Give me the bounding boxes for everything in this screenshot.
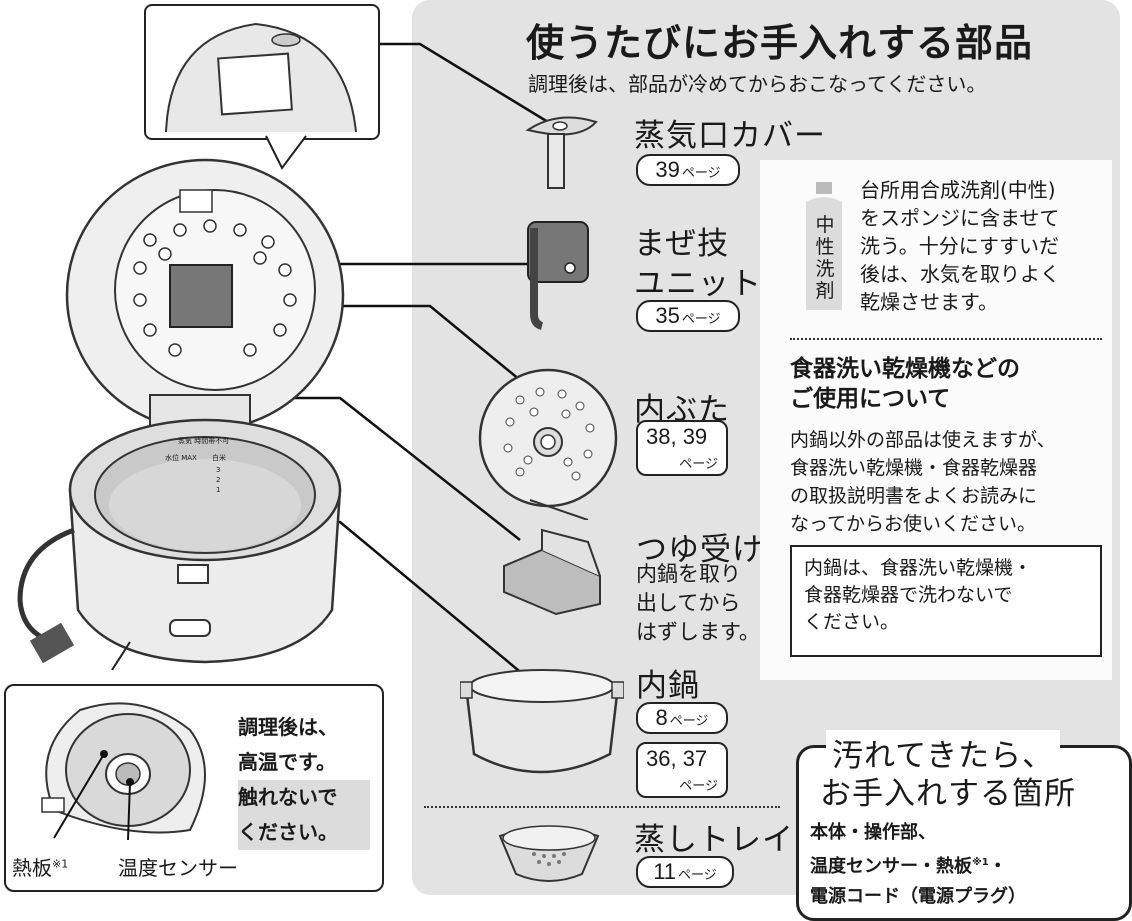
inset-warning: 調理後は、 高温です。 触れないで ください。 (238, 710, 370, 850)
when-dirty-item-2-text: 温度センサー・熱板 (810, 856, 972, 877)
when-dirty-heading-1: 汚れてきたら、 (826, 730, 1061, 775)
notice-line-1: 内鍋は、食器洗い乾燥機・ (804, 557, 1033, 579)
detergent-line-5: 乾燥させます。 (860, 290, 998, 314)
inner-lid-page-unit: ページ (679, 456, 718, 471)
dishwasher-line-3: の取扱説明書をよくお読みに (790, 485, 1038, 507)
dishwasher-line-4: なってからお使いください。 (790, 513, 1037, 535)
when-dirty-item-2-dot: ・ (988, 856, 1007, 877)
hotplate-text: 熱板 (12, 856, 52, 880)
lid-top-illustration (165, 22, 357, 170)
bottle-char-1: 中 (815, 214, 835, 236)
dew-catcher-note-2: 出してから (636, 591, 741, 615)
warning-line-4: ください。 (238, 815, 370, 850)
dew-catcher-note-1: 内鍋を取り (636, 562, 741, 586)
steam-tray-page-num: 11 (653, 859, 677, 884)
when-dirty-items: 本体・操作部、 温度センサー・熱板※1・ 電源コード（電源プラグ） (810, 818, 1026, 912)
when-dirty-item-2: 温度センサー・熱板※1・ (810, 848, 1026, 882)
bottle-char-2: 性 (815, 236, 835, 258)
dishwasher-notice: 内鍋は、食器洗い乾燥機・ 食器乾燥器で洗わないで ください。 (790, 545, 1102, 657)
steam-cover-illustration (525, 116, 598, 189)
steam-tray-name: 蒸しトレイ (634, 822, 794, 858)
when-dirty-item-1: 本体・操作部、 (810, 822, 936, 843)
pot-marking-3: 3 (216, 466, 221, 474)
inner-pot-page-num-a: 8 (655, 705, 668, 730)
inner-pot-illustration (460, 669, 624, 774)
inner-lid-pageref: 38, 39 ページ (636, 420, 728, 476)
bottle-char-4: 剤 (815, 280, 835, 302)
rice-cooker-illustration (17, 158, 345, 670)
dishwasher-heading-1: 食器洗い乾燥機などの (790, 356, 1020, 382)
when-dirty-footnote: ※1 (972, 857, 989, 868)
label-hotplate: 熱板※1 (12, 852, 68, 881)
page-subtitle: 調理後は、部品が冷めてからおこなってください。 (528, 72, 987, 96)
steam-tray-illustration (498, 825, 600, 882)
detergent-bottle-icon (806, 182, 842, 310)
inner-lid-illustration (478, 368, 618, 520)
dishwasher-heading-2: ご使用について (790, 386, 951, 412)
hotplate-footnote: ※1 (52, 857, 69, 871)
stir-unit-page-num: 35 (655, 303, 680, 328)
inner-lid-page-num: 38, 39 (646, 424, 708, 449)
dew-catcher-note: 内鍋を取り 出してから はずします。 (636, 560, 760, 647)
notice-line-2: 食器乾燥器で洗わないで (804, 584, 1013, 606)
bottle-char-3: 洗 (815, 258, 835, 280)
page-title: 使うたびにお手入れする部品 (526, 21, 1034, 65)
inner-pot-page-num-b: 36, 37 (646, 746, 708, 771)
warning-line-2: 高温です。 (238, 750, 336, 774)
dew-catcher-illustration (503, 528, 601, 616)
stir-unit-name-1: まぜ技 (634, 226, 730, 262)
stir-unit-page-unit: ページ (681, 311, 721, 326)
inner-pot-page-unit-b: ページ (679, 778, 718, 793)
detergent-line-1: 台所用合成洗剤(中性) (860, 178, 1056, 202)
pot-marking-1: 1 (216, 486, 221, 494)
steam-tray-page-unit: ページ (678, 867, 717, 882)
dishwasher-text: 内鍋以外の部品は使えますが、 食器洗い乾燥機・食器乾燥器 の取扱説明書をよくお読… (790, 426, 1056, 538)
dishwasher-heading: 食器洗い乾燥機などの ご使用について (790, 354, 1020, 414)
info-divider (790, 338, 1102, 340)
dishwasher-line-1: 内鍋以外の部品は使えますが、 (790, 429, 1056, 451)
dishwasher-line-2: 食器洗い乾燥機・食器乾燥器 (790, 457, 1038, 479)
pot-marking-max: 水位 MAX (165, 454, 197, 462)
pot-marking-2: 2 (216, 476, 221, 484)
stir-unit-illustration (527, 221, 589, 330)
inner-pot-page-unit-a: ページ (669, 713, 709, 728)
dew-catcher-name: つゆ受け (636, 532, 764, 568)
when-dirty-heading-2: お手入れする箇所 (820, 776, 1076, 812)
stir-unit-name-2: ユニット (634, 266, 762, 302)
heater-plate-illustration (41, 702, 206, 841)
inner-pot-name: 内鍋 (636, 668, 700, 704)
steam-cover-page-num: 39 (655, 157, 680, 182)
notice-line-3: ください。 (804, 611, 900, 633)
detergent-text: 台所用合成洗剤(中性) をスポンジに含ませて 洗う。十分にすすいだ 後は、水気を… (860, 176, 1060, 316)
stir-unit-name: まぜ技 ユニット (634, 224, 762, 304)
steam-cover-name: 蒸気口カバー (634, 118, 826, 154)
inner-pot-pageref-b: 36, 37 ページ (636, 742, 728, 798)
dew-catcher-note-3: はずします。 (636, 620, 760, 644)
warning-line-3: 触れないで (238, 780, 370, 815)
when-dirty-item-3: 電源コード（電源プラグ） (810, 886, 1026, 907)
warning-line-1: 調理後は、 (238, 715, 338, 739)
tray-divider (424, 806, 780, 808)
pot-marking-side: 白米 (212, 454, 226, 462)
detergent-bottle-label: 中 性 洗 剤 (814, 214, 836, 302)
detergent-line-4: 後は、水気を取りよく (860, 262, 1060, 286)
pot-marking-top: 蒸気 時間帯不可 (178, 437, 230, 445)
detergent-line-3: 洗う。十分にすすいだ (860, 234, 1059, 258)
steam-cover-page-unit: ページ (681, 165, 721, 180)
label-temp-sensor: 温度センサー (118, 856, 238, 880)
detergent-line-2: をスポンジに含ませて (860, 206, 1060, 230)
